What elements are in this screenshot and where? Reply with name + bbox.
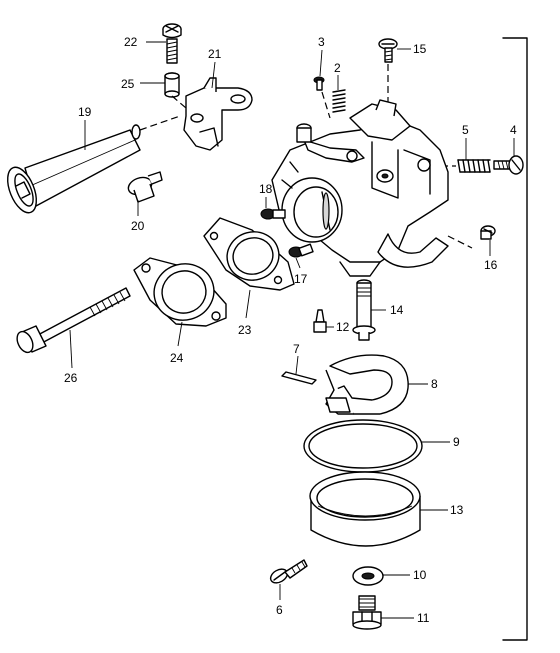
callout-16: 16 (484, 258, 498, 272)
callout-13: 13 (450, 503, 464, 517)
part-7-pin (281, 371, 317, 385)
callout-25: 25 (121, 77, 135, 91)
part-11-drain-bolt (352, 595, 382, 630)
callout-20: 20 (131, 219, 145, 233)
callout-21: 21 (208, 47, 222, 61)
callout-3: 3 (318, 35, 325, 49)
callout-8: 8 (431, 377, 438, 391)
part-22-screw (162, 23, 182, 64)
callout-10: 10 (413, 568, 427, 582)
callout-2: 2 (334, 61, 341, 75)
callout-6: 6 (276, 603, 283, 617)
callout-5: 5 (462, 123, 469, 137)
callout-9: 9 (453, 435, 460, 449)
part-17-screw (288, 243, 314, 258)
callout-15: 15 (413, 42, 427, 56)
part-16-screw (480, 225, 496, 240)
part-19-choke-knob (6, 115, 181, 214)
leader-lines (69, 41, 515, 619)
callout-labels: 22 21 25 19 20 3 2 15 5 4 18 17 16 14 12… (64, 35, 517, 625)
part-3-screw (313, 76, 325, 91)
callout-4: 4 (510, 123, 517, 137)
part-20-cap (127, 171, 163, 203)
part-5-spring (457, 159, 491, 173)
part-21-lever-bracket (171, 77, 253, 151)
part-2-spring (321, 89, 346, 119)
part-13-float-bowl (309, 471, 421, 547)
callout-22: 22 (124, 35, 138, 49)
part-12-needle-valve (313, 309, 327, 333)
callout-11: 11 (417, 611, 430, 625)
callout-26: 26 (64, 371, 78, 385)
callout-14: 14 (390, 303, 404, 317)
callout-18: 18 (259, 182, 273, 196)
callout-12: 12 (336, 320, 350, 334)
part-18-screw (260, 208, 286, 220)
part-14-main-jet (352, 279, 376, 341)
assembly-bracket (502, 37, 528, 641)
part-6-drain-screw (269, 559, 308, 584)
part-26-bolt (16, 287, 131, 354)
part-8-float (325, 354, 409, 415)
callout-24: 24 (170, 351, 184, 365)
callout-23: 23 (238, 323, 252, 337)
callout-19: 19 (78, 105, 92, 119)
part-15-screw (378, 38, 398, 160)
part-23-gasket (203, 217, 295, 291)
part-25-bushing (164, 72, 180, 98)
part-24-insulator (133, 257, 227, 327)
carburetor-body (271, 99, 473, 277)
part-9-o-ring (303, 419, 423, 473)
part-10-washer (352, 566, 384, 586)
callout-17: 17 (294, 272, 308, 286)
callout-7: 7 (293, 342, 300, 356)
